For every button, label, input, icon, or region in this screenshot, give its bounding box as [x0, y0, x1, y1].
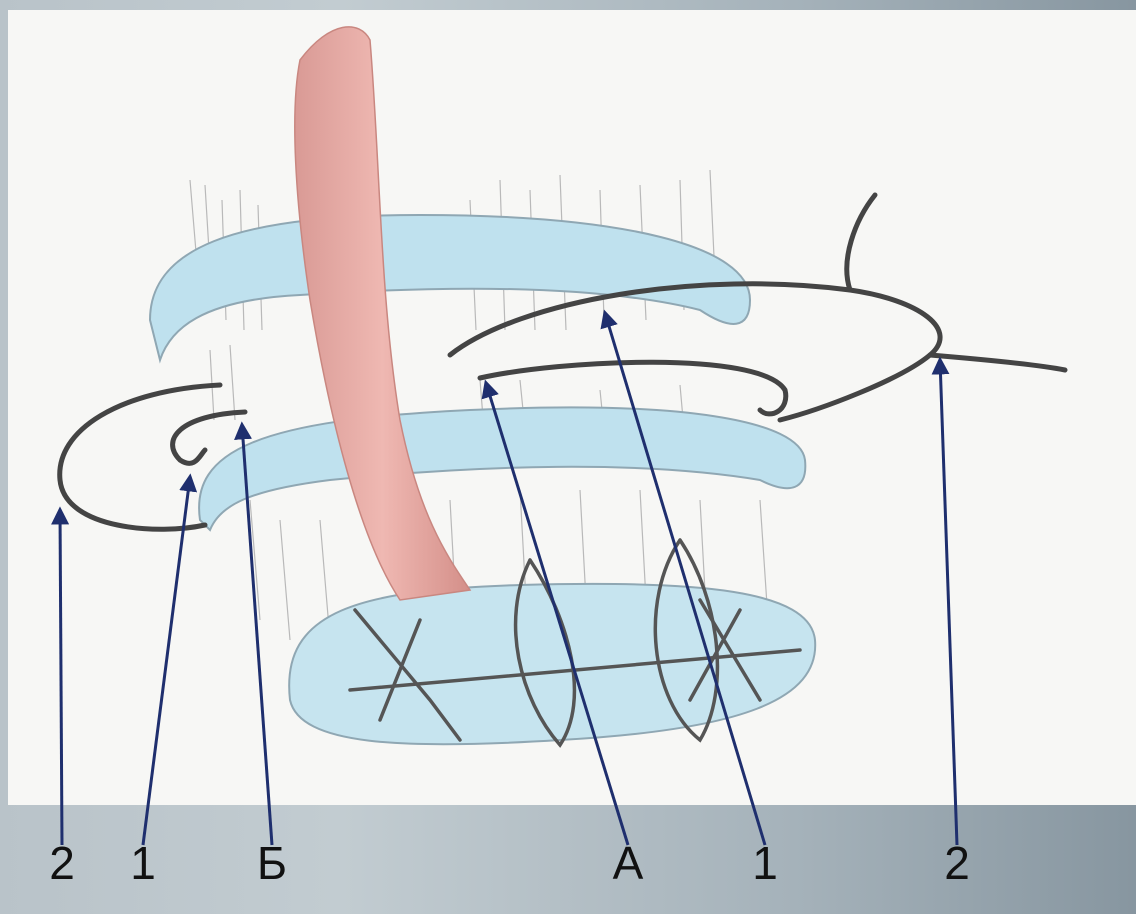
label-left-2: 2: [49, 838, 75, 888]
label-b: Б: [257, 838, 287, 888]
arrow-left-2: [60, 510, 62, 845]
arrow-left-1: [143, 477, 190, 845]
arrow-right-1: [605, 313, 765, 845]
label-a: А: [613, 838, 644, 888]
label-right-1: 1: [752, 838, 778, 888]
ring-middle: [199, 407, 805, 530]
arrow-right-2: [940, 360, 957, 845]
callout-arrows: [60, 313, 957, 845]
label-right-2: 2: [944, 838, 970, 888]
ring-lower: [289, 584, 815, 744]
blood-vessel: [295, 27, 470, 600]
label-left-1: 1: [130, 838, 156, 888]
